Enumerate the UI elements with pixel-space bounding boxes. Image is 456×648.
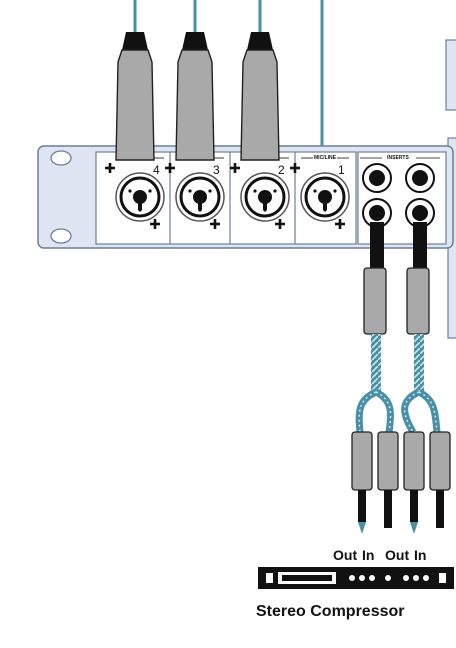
channel-number: 3 — [213, 163, 220, 177]
io-label-out-2: Out — [385, 547, 409, 563]
channel-strip: MIC/LINE3 — [165, 152, 231, 244]
io-label-in-2: In — [414, 547, 426, 563]
channel-number: 4 — [153, 163, 160, 177]
combo-jack — [300, 172, 350, 222]
channel-number: 1 — [338, 163, 345, 177]
top-cables — [133, 0, 324, 146]
plus-marker — [165, 163, 175, 173]
plus-marker — [105, 163, 115, 173]
ts-plugs — [351, 431, 451, 534]
insert-jack — [362, 198, 392, 228]
combo-jack — [115, 172, 165, 222]
xlr-plug — [115, 32, 155, 161]
channel-label: MIC/LINE — [314, 155, 337, 161]
channel-strip: MIC/LINE2 — [230, 152, 296, 244]
plus-marker — [335, 219, 345, 229]
rack-ear-hole-bottom — [50, 228, 72, 244]
ts-plug — [377, 431, 399, 528]
stereo-compressor — [258, 567, 454, 589]
plus-marker — [230, 163, 240, 173]
xlr-plug — [240, 32, 280, 161]
plus-marker — [210, 219, 220, 229]
ts-plug — [429, 431, 451, 528]
combo-jack — [175, 172, 225, 222]
compressor-name: Stereo Compressor — [256, 603, 405, 620]
io-label-out-1: Out — [333, 547, 357, 563]
insert-jack — [405, 163, 435, 193]
plus-marker — [290, 163, 300, 173]
xlr-plug — [175, 32, 215, 161]
insert-jack — [362, 163, 392, 193]
insert-cable-left — [355, 222, 394, 433]
plus-marker — [150, 219, 160, 229]
insert-jack — [405, 198, 435, 228]
combo-jack — [240, 172, 290, 222]
insert-plug — [363, 267, 387, 335]
io-label-in-1: In — [362, 547, 374, 563]
plus-marker — [275, 219, 285, 229]
insert-cable-right — [401, 222, 441, 434]
insert-plug — [406, 267, 430, 335]
ts-plug — [403, 431, 425, 534]
rack-ear-hole-top — [50, 150, 72, 166]
ts-plug — [351, 431, 373, 534]
channel-number: 2 — [278, 163, 285, 177]
inserts-label: INSERTS — [387, 155, 409, 161]
inserts-jacks: INSERTS — [360, 155, 440, 228]
